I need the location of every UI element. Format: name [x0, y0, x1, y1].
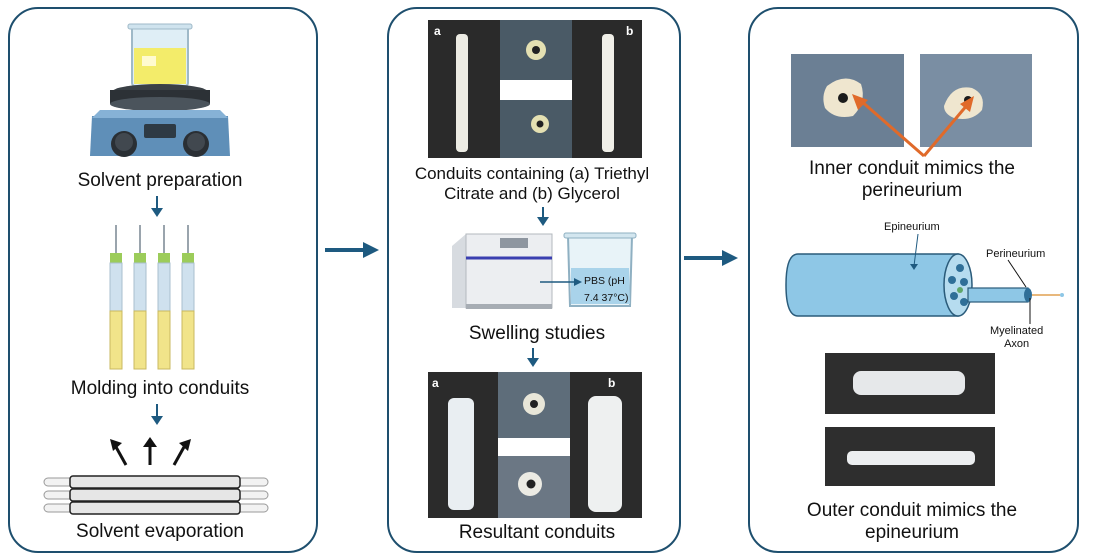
photo-swollen-cross-section-2 — [498, 456, 570, 518]
caption-outer-conduit: Outer conduit mimics the epineurium — [806, 500, 1018, 543]
hot-plate-stirrer-illustration — [90, 23, 230, 157]
step-solvent-evaporation: Solvent evaporation — [76, 521, 244, 542]
drying-conduits-illustration — [43, 475, 269, 515]
label-b-bottom: b — [608, 376, 616, 390]
photo-swollen-conduit-b — [570, 372, 642, 518]
label-epineurium: Epineurium — [884, 221, 940, 233]
pointer-arrows-orange — [852, 94, 974, 158]
photo-swollen-conduit-a — [428, 372, 498, 518]
label-myelinated-axon: Myelinated Axon — [990, 325, 1044, 350]
incubator-and-beaker-illustration — [452, 232, 637, 309]
caption-swelling-studies: Swelling studies — [468, 323, 606, 344]
step-molding-into-conduits: Molding into conduits — [70, 378, 250, 399]
photo-cross-section-top-1 — [500, 20, 572, 80]
photo-inner-conduit-1 — [791, 54, 904, 147]
photo-conduit-b — [572, 20, 642, 158]
photo-conduit-a — [428, 20, 500, 158]
step-solvent-preparation: Solvent preparation — [77, 170, 243, 191]
label-perineurium: Perineurium — [986, 248, 1046, 260]
caption-resultant-conduits: Resultant conduits — [458, 522, 616, 543]
flow-arrow-right-1 — [325, 242, 379, 258]
photo-swollen-cross-section-1 — [498, 372, 570, 438]
label-b-top: b — [626, 24, 634, 38]
evaporation-arrows-icon — [110, 437, 191, 466]
mold-tubes-illustration — [109, 225, 195, 370]
caption-inner-conduit: Inner conduit mimics the perineurium — [809, 158, 1015, 201]
label-a-top: a — [434, 24, 441, 38]
nerve-anatomy-diagram — [785, 233, 1064, 324]
flow-arrow-down-3 — [537, 207, 549, 226]
label-a-bottom: a — [432, 376, 439, 390]
photo-outer-conduit-1 — [825, 353, 995, 414]
photo-outer-conduit-2 — [825, 427, 995, 486]
photo-cross-section-top-2 — [500, 100, 572, 158]
caption-conduits-containing: Conduits containing (a) Triethyl Citrate… — [414, 164, 650, 203]
flow-arrow-down-4 — [527, 348, 539, 367]
beaker-label-pbs: PBS (pH 7.4 37°C) — [584, 275, 629, 304]
flow-arrow-right-2 — [684, 250, 738, 266]
flow-arrow-down-1 — [151, 196, 163, 217]
flow-arrow-down-2 — [151, 404, 163, 425]
